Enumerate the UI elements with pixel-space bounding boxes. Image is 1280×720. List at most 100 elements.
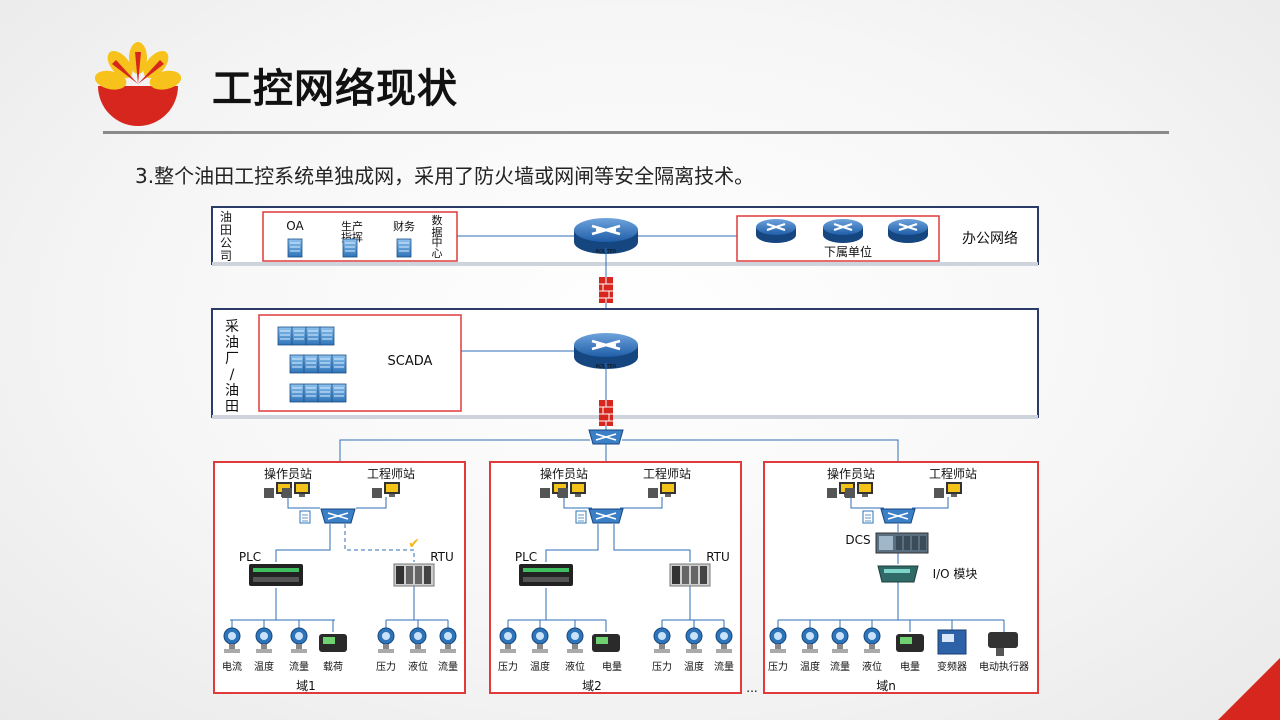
page-subtitle: 3.整个油田工控系统单独成网，采用了防火墙或网闸等安全隔离技术。 [135, 164, 755, 188]
level-sensor-icon [409, 627, 427, 654]
plant-zone-label: 油 [225, 383, 239, 399]
plc-icon [249, 564, 303, 586]
pressure-sensor-icon [653, 627, 671, 654]
pressure-sensor-icon [499, 627, 517, 654]
level-sensor-icon [566, 627, 584, 654]
temperature-sensor-icon [531, 627, 549, 654]
device-label: 压力 [498, 660, 518, 673]
scada-label: SCADA [388, 354, 433, 369]
subunits-box [736, 215, 940, 262]
operator-station-label: 操作员站 [540, 466, 588, 481]
plant-zone-label: 厂 [225, 351, 239, 367]
device-label: 液位 [408, 660, 428, 673]
device-label: 流量 [438, 660, 458, 673]
device-label: 流量 [714, 660, 734, 673]
device-label: 电动执行器 [979, 660, 1029, 673]
power-meter-icon [592, 634, 620, 652]
router-icon [822, 218, 864, 244]
firewall-icon [598, 399, 614, 427]
pressure-sensor-icon [377, 627, 395, 654]
office-zone-label: 公 [220, 236, 232, 250]
plant-zone-label: / [230, 367, 235, 383]
device-label: 流量 [830, 660, 850, 673]
pressure-sensor-icon [769, 627, 787, 654]
right-controller-label: RTU [706, 550, 730, 564]
device-label: 温度 [684, 660, 704, 673]
inverter-icon [937, 629, 967, 655]
company-logo [95, 42, 181, 126]
firewall-icon [598, 276, 614, 304]
flow-sensor-icon [439, 627, 457, 654]
dcs-icon [875, 532, 929, 554]
device-label: 温度 [530, 660, 550, 673]
page-title: 工控网络现状 [212, 66, 458, 112]
device-label: 温度 [254, 660, 274, 673]
router-icon [755, 218, 797, 244]
device-label: 流量 [289, 660, 309, 673]
current-sensor-icon [223, 627, 241, 654]
plant-zone-label: 油 [225, 335, 239, 351]
load-sensor-icon [319, 634, 347, 652]
office-zone: 油 田 公 司 OA 生产 指挥 财务 数 据 中 心 ROUTER 下属单位 … [211, 206, 1039, 266]
flow-sensor-icon [290, 627, 308, 654]
device-label: 压力 [768, 660, 788, 673]
device-label: 电量 [900, 660, 920, 673]
device-label: 液位 [565, 660, 585, 673]
operator-station-label: 操作员站 [827, 466, 875, 481]
rtu-icon [393, 563, 435, 587]
system-label-datacenter: 中 [432, 236, 443, 249]
document-icon [575, 510, 587, 524]
office-zone-label: 田 [220, 223, 232, 237]
core-switch-icon [588, 429, 624, 445]
left-controller-label: PLC [515, 550, 537, 564]
actuator-icon [988, 632, 1018, 656]
title-divider [103, 131, 1169, 134]
subunits-label: 下属单位 [824, 244, 872, 259]
switch-icon [880, 508, 916, 524]
temperature-sensor-icon [685, 627, 703, 654]
office-network-label: 办公网络 [962, 231, 1018, 247]
plant-zone-label: 田 [225, 399, 239, 415]
temperature-sensor-icon [801, 627, 819, 654]
operator-station-label: 操作员站 [264, 466, 312, 481]
router-icon [887, 218, 929, 244]
domain-1: 操作员站 工程师站 PLC RTU ✔ 电流 温度 流量 载荷 压力 [213, 461, 466, 694]
ellipsis: ... [746, 681, 757, 695]
device-label: 温度 [800, 660, 820, 673]
dcs-label: DCS [845, 533, 870, 547]
device-label: 液位 [862, 660, 882, 673]
temperature-sensor-icon [255, 627, 273, 654]
engineer-station-label: 工程师站 [643, 466, 691, 481]
system-label-datacenter: 数 [432, 214, 443, 227]
server-icon [396, 238, 412, 258]
system-label-production-1: 生产 [341, 219, 363, 233]
plant-zone-label: 采 [225, 319, 239, 335]
device-label: 电流 [222, 660, 242, 673]
domain-n: 操作员站 工程师站 DCS I/O 模块 [763, 461, 1039, 694]
domain-name: 域2 [582, 679, 602, 693]
rtu-icon [669, 563, 711, 587]
system-label-oa: OA [286, 219, 304, 233]
device-label: 变频器 [937, 660, 967, 673]
io-module-icon [877, 565, 919, 583]
device-label: 载荷 [323, 661, 343, 673]
plant-zone: 采 油 厂 / 油 田 SCADA ROUTER [211, 308, 1039, 419]
document-icon [299, 510, 311, 524]
right-controller-label: RTU [430, 550, 454, 564]
engineer-station-label: 工程师站 [367, 466, 415, 481]
system-label-datacenter: 据 [432, 225, 443, 239]
io-module-label: I/O 模块 [933, 567, 978, 581]
flow-sensor-icon [715, 627, 733, 654]
server-icon [287, 238, 303, 258]
level-sensor-icon [863, 627, 881, 654]
left-controller-label: PLC [239, 550, 261, 564]
engineer-station-label: 工程师站 [929, 466, 977, 481]
server-icon [342, 238, 358, 258]
system-label-datacenter: 心 [432, 247, 443, 260]
system-label-finance: 财务 [393, 219, 415, 233]
plc-icon [519, 564, 573, 586]
domain-name: 域1 [296, 679, 316, 693]
flow-sensor-icon [831, 627, 849, 654]
corner-accent [1218, 658, 1280, 720]
